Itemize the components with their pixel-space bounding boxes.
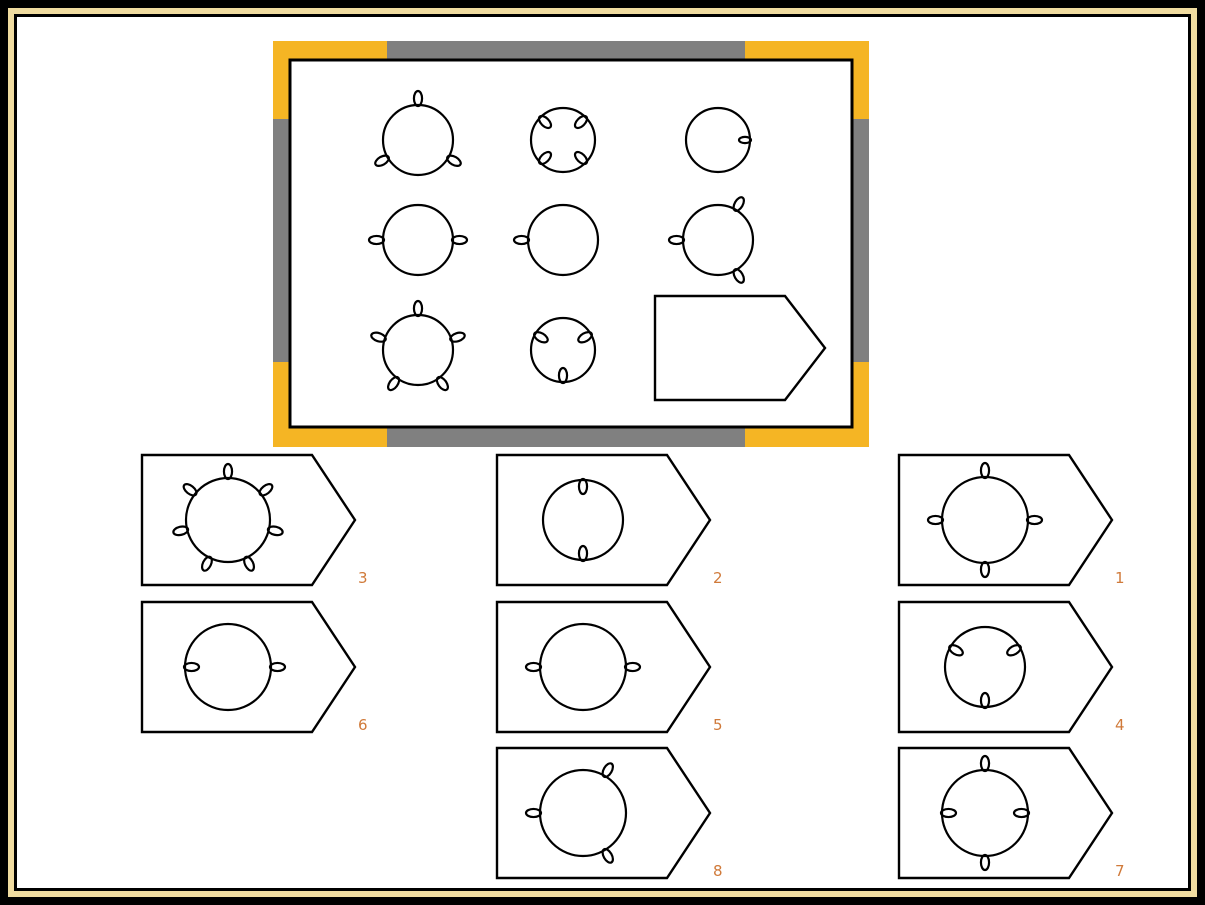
answer-option-5[interactable]: 5 [497,602,723,734]
answer-card[interactable] [142,455,355,585]
board-corner [273,362,291,447]
answer-number: 4 [1115,716,1125,734]
answer-option-6[interactable]: 6 [142,602,368,734]
answer-number: 5 [713,716,723,734]
answer-option-2[interactable]: 2 [497,455,723,587]
answer-option-4[interactable]: 4 [899,602,1125,734]
board-corner [745,41,869,61]
answer-option-3[interactable]: 3 [142,455,368,587]
board-corner [851,362,869,447]
answer-number: 2 [713,569,723,587]
answer-option-8[interactable]: 8 [497,748,723,880]
answer-number: 7 [1115,862,1125,880]
answer-number: 8 [713,862,723,880]
answer-options: 3 2 1 6 5 4 8 7 [142,455,1125,880]
board-corner [273,41,291,119]
answer-card[interactable] [899,602,1112,732]
answer-card[interactable] [899,455,1112,585]
answer-number: 6 [358,716,368,734]
answer-option-7[interactable]: 7 [899,748,1125,880]
answer-option-1[interactable]: 1 [899,455,1125,587]
answer-number: 3 [358,569,368,587]
answer-number: 1 [1115,569,1125,587]
board-corner [745,426,869,447]
board-corner [851,41,869,119]
answer-card[interactable] [497,455,710,585]
answer-card[interactable] [899,748,1112,878]
answer-card[interactable] [142,602,355,732]
answer-card[interactable] [497,602,710,732]
